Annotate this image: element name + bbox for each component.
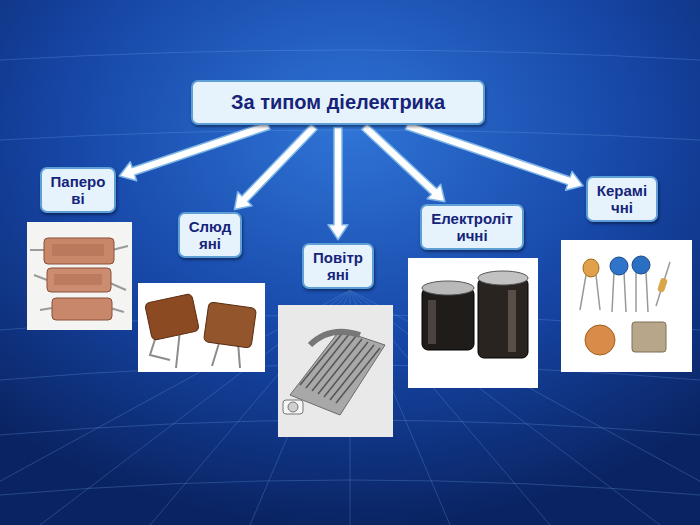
electrolytic-capacitor-photo-part: [408, 258, 538, 388]
ceramic-capacitor-photo-part: [580, 275, 600, 310]
paper-capacitor-photo-part: [44, 238, 114, 264]
ceramic-capacitor-photo-part: [636, 272, 648, 312]
ceramic-capacitor-photo-part: [632, 256, 650, 274]
node-label: Паперо ві: [51, 173, 106, 208]
root-box: За типом діелектрика: [191, 80, 485, 125]
ceramic-capacitor-photo-part: [632, 322, 666, 352]
node-label: Електроліт ичні: [431, 210, 513, 245]
electrolytic-capacitor-photo-part: [428, 300, 436, 344]
node-label: За типом діелектрика: [231, 91, 445, 114]
air-variable-capacitor-photo-part-part: [318, 339, 362, 394]
category-box: Повітр яні: [302, 243, 374, 290]
ceramic-capacitor-photo-part: [656, 262, 670, 306]
ceramic-capacitor-photo-part: [612, 272, 626, 312]
air-variable-capacitor-photo-part-part: [324, 342, 368, 397]
air-variable-capacitor-photo-part: [283, 400, 303, 414]
background-grid-part: [0, 50, 700, 60]
mica-capacitor-photo: [138, 283, 265, 372]
arrow-connector: [328, 128, 348, 240]
node-label: Повітр яні: [313, 249, 363, 284]
category-box: Слюд яні: [178, 212, 243, 259]
electrolytic-capacitor-photo-part: [478, 271, 528, 285]
ceramic-capacitor-photo-part: [657, 277, 668, 292]
electrolytic-capacitor-photo: [408, 258, 538, 388]
electrolytic-capacitor-photo-part: [422, 281, 474, 295]
ceramic-capacitor-photo: [561, 240, 692, 372]
air-variable-capacitor-photo-part: [310, 332, 360, 345]
air-variable-capacitor-photo-part: [278, 305, 393, 437]
category-box: Електроліт ичні: [420, 204, 524, 251]
air-variable-capacitor-photo-part-part: [330, 345, 374, 400]
ceramic-capacitor-photo-part: [610, 257, 628, 275]
category-box: Паперо ві: [40, 167, 117, 214]
air-variable-capacitor-photo-part: [300, 330, 380, 403]
air-variable-capacitor-photo-part: [288, 402, 298, 412]
paper-capacitor-photo-part: [47, 268, 111, 292]
ceramic-capacitor-photo-part: [583, 259, 599, 277]
background-grid: [0, 50, 700, 525]
ceramic-capacitor-photo-part: [585, 325, 615, 355]
node-label: Слюд яні: [189, 218, 232, 253]
paper-capacitor-photo-part: [27, 222, 132, 330]
ceramic-capacitor-photo-part: [561, 240, 692, 372]
mica-capacitor-photo-part: [138, 283, 265, 372]
air-variable-capacitor-photo: [278, 305, 393, 437]
arrow-connector: [405, 122, 583, 191]
node-label: Керамі чні: [597, 182, 647, 217]
mica-capacitor-photo-part: [203, 302, 256, 348]
arrow-connector: [119, 122, 270, 181]
paper-capacitor-photo: [27, 222, 132, 330]
paper-capacitor-photo-part: [52, 298, 112, 320]
air-variable-capacitor-photo-part: [290, 330, 385, 415]
electrolytic-capacitor-photo-part: [422, 288, 474, 350]
electrolytic-capacitor-photo-part: [508, 290, 516, 352]
air-variable-capacitor-photo-part-part: [312, 336, 356, 391]
paper-capacitor-photo-part: [54, 274, 102, 285]
arrow-connector: [234, 124, 317, 210]
background-grid-part: [0, 130, 700, 140]
category-box: Керамі чні: [586, 176, 658, 223]
air-variable-capacitor-photo-part-part: [336, 348, 380, 403]
mica-capacitor-photo-part: [145, 293, 200, 340]
paper-capacitor-photo-part: [52, 244, 104, 256]
electrolytic-capacitor-photo-part: [478, 278, 528, 358]
